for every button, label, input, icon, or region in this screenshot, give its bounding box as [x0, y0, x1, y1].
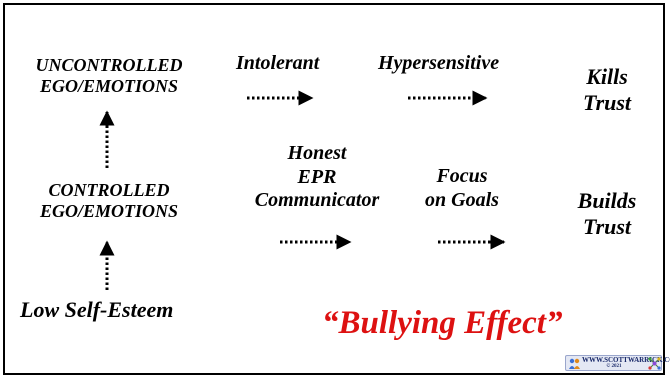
website-text: WWW.SCOTTWARRICK.COM © 2021 [582, 356, 670, 369]
kills-trust-label: Kills Trust [582, 64, 632, 115]
hypersensitive-label: Hypersensitive [378, 52, 500, 74]
focus-on-goals-label: Focus on Goals [425, 165, 499, 211]
uncontrolled-ego-label: UNCONTROLLED EGO/EMOTIONS [35, 55, 183, 97]
website-badge: WWW.SCOTTWARRICK.COM © 2021 [565, 355, 670, 371]
honest-epr-communicator-label: Honest EPR Communicator [254, 142, 380, 212]
intolerant-label: Intolerant [236, 52, 320, 74]
controlled-ego-label: CONTROLLED EGO/EMOTIONS [39, 180, 179, 222]
low-self-esteem-label: Low Self-Esteem [20, 297, 174, 322]
people-icon [569, 358, 580, 369]
bullying-effect-title: “Bullying Effect” [322, 305, 563, 341]
network-icon [648, 357, 661, 370]
slide-frame [3, 3, 665, 375]
builds-trust-label: Builds Trust [577, 188, 637, 239]
